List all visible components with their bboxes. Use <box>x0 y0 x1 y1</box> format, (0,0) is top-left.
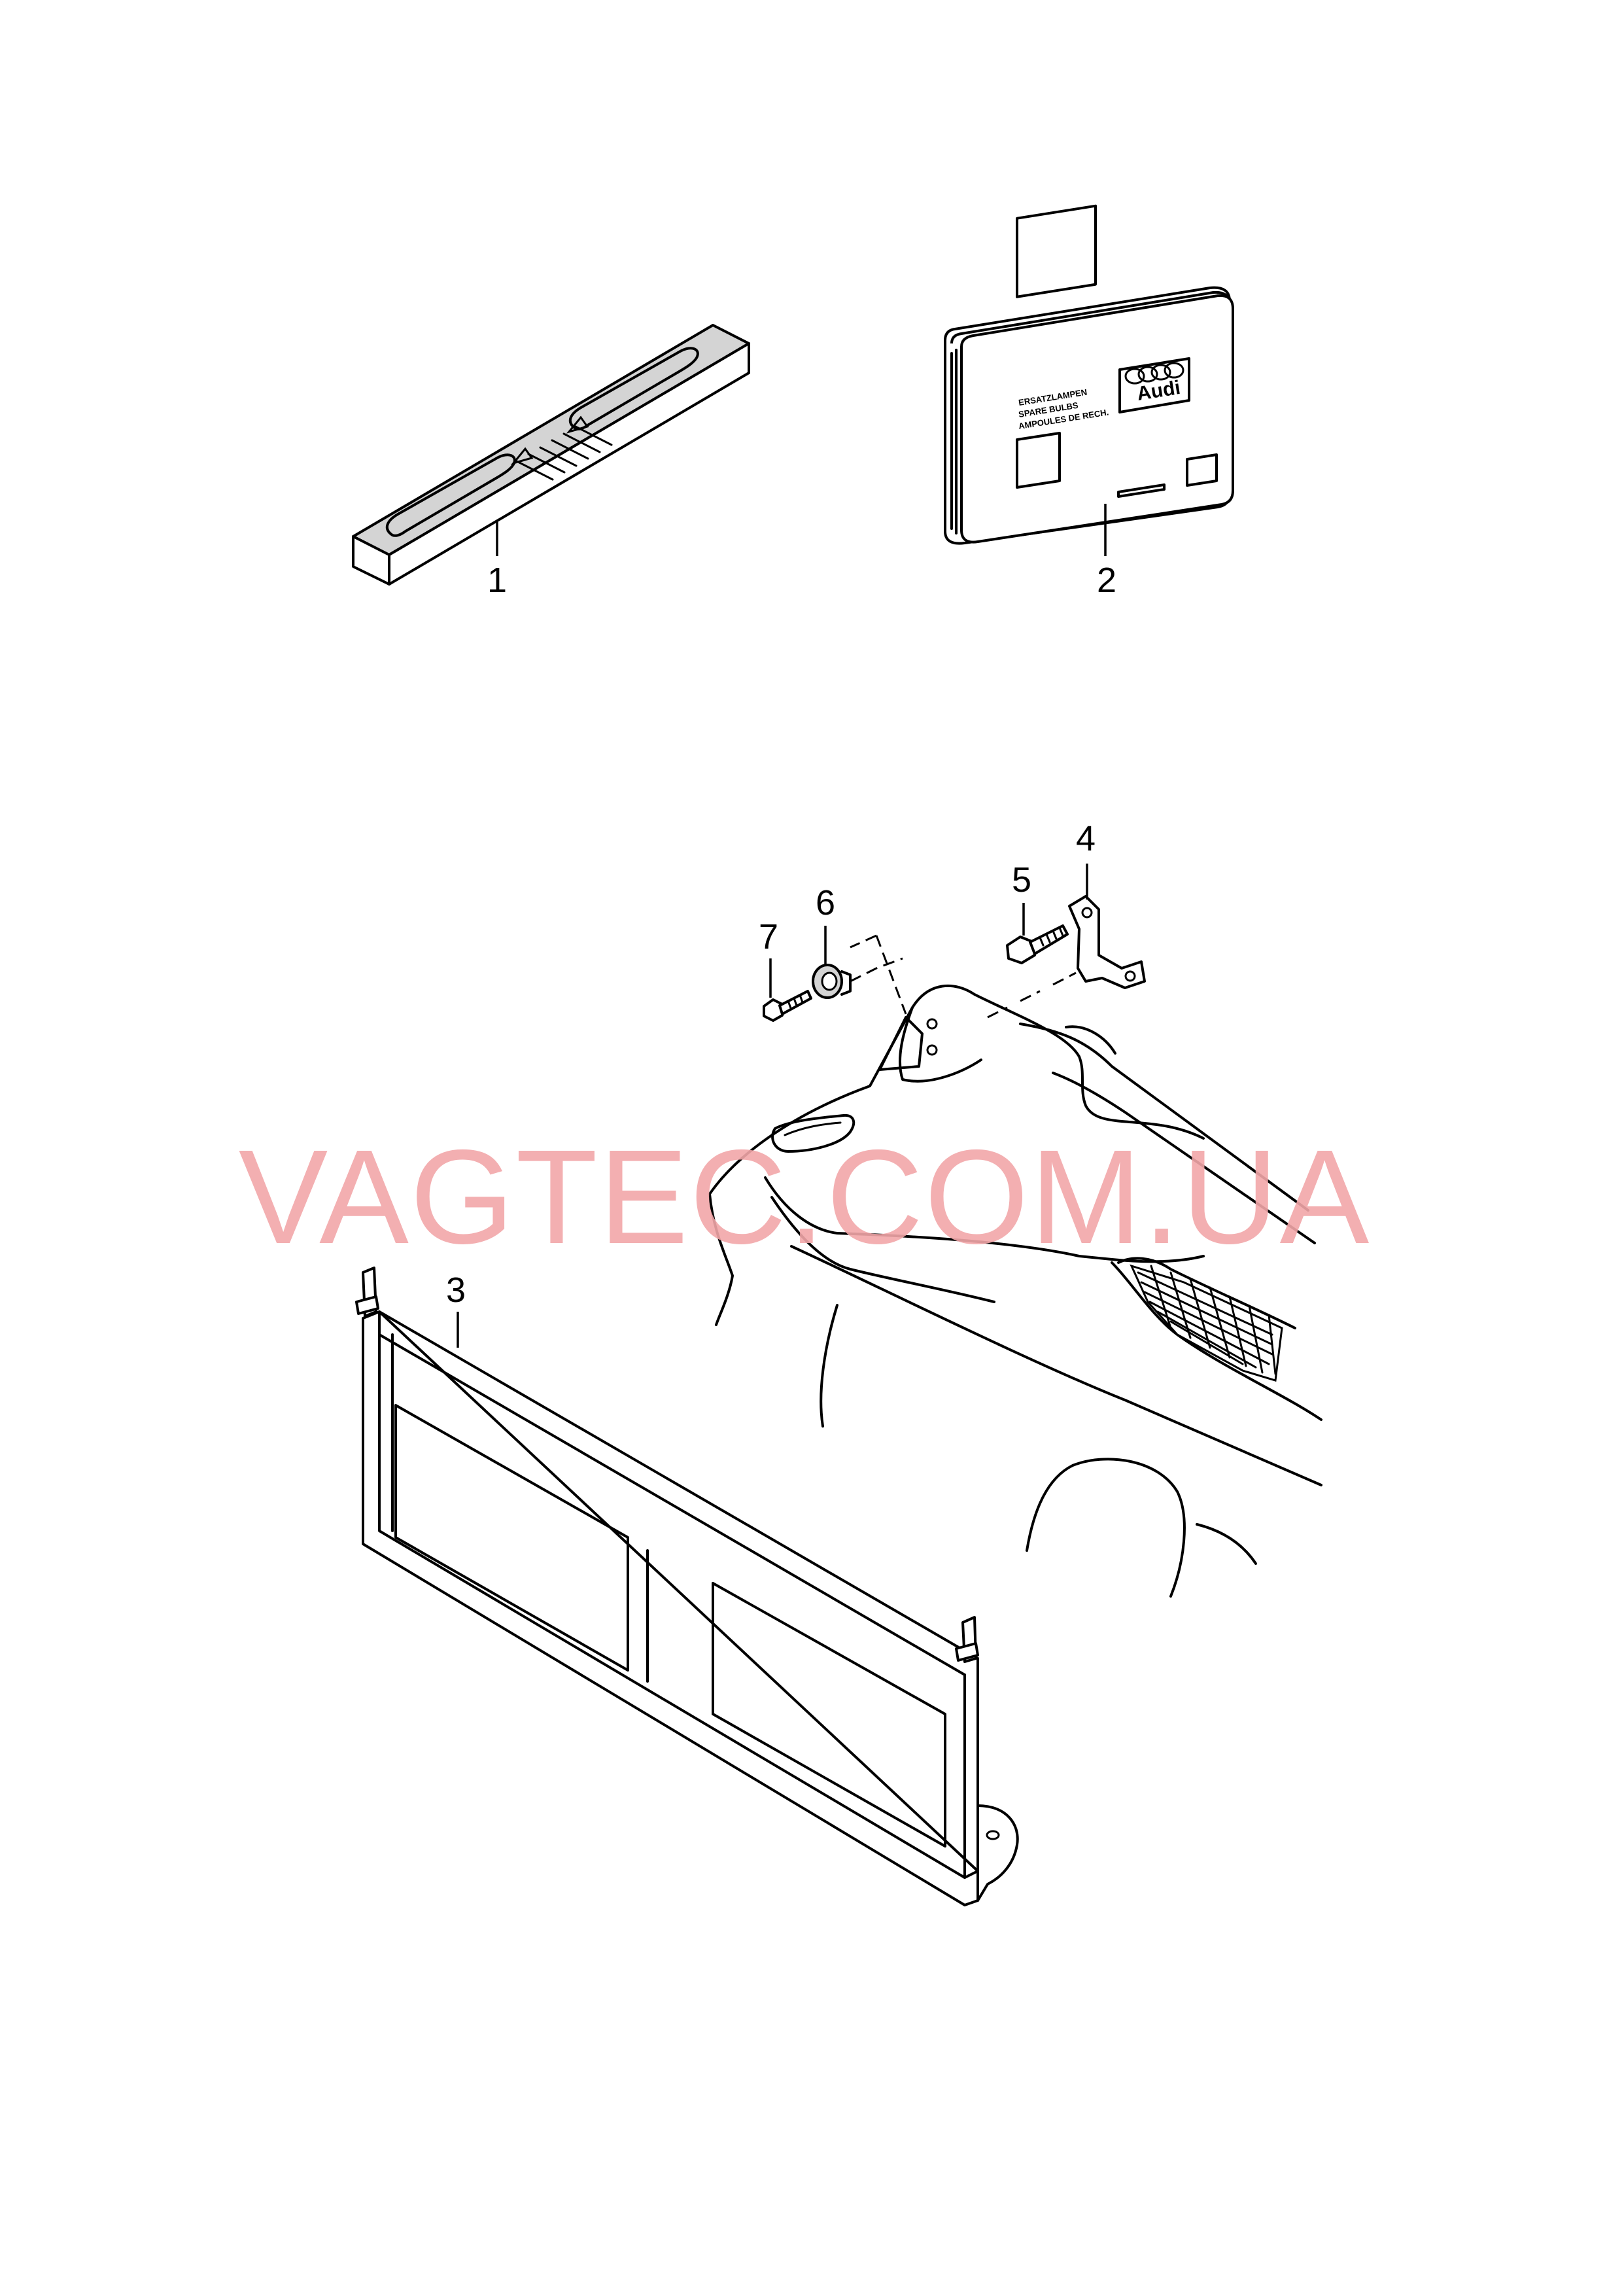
callout-3: 3 <box>446 1270 466 1310</box>
part-4-bracket <box>1068 864 1146 989</box>
audi-rings-logo <box>1124 362 1184 385</box>
assembly-line-7 <box>850 934 907 1015</box>
part-3-partition-net <box>355 1267 1019 1906</box>
storage-net <box>1130 1264 1283 1382</box>
callout-5: 5 <box>1012 860 1031 900</box>
watermark-text: VAGTEC.COM.UA <box>239 1122 1371 1272</box>
assembly-line-5 <box>987 972 1077 1019</box>
rear-interior-trim <box>708 984 1322 1598</box>
assembly-line-6 <box>850 957 903 983</box>
callout-6: 6 <box>816 883 835 922</box>
callout-1: 1 <box>487 561 507 600</box>
part-2-spare-bulb-box: Audi ERSATZLAMPEN SPARE BULBS AMPOULES D… <box>944 204 1234 556</box>
part-6-washer <box>812 926 852 999</box>
callout-2: 2 <box>1097 561 1116 600</box>
callout-4: 4 <box>1076 819 1096 858</box>
part-5-hex-bolt <box>1006 903 1069 964</box>
callout-7: 7 <box>759 917 778 956</box>
part-1-warning-triangle-case <box>352 324 750 586</box>
part-7-small-bolt <box>763 958 812 1022</box>
